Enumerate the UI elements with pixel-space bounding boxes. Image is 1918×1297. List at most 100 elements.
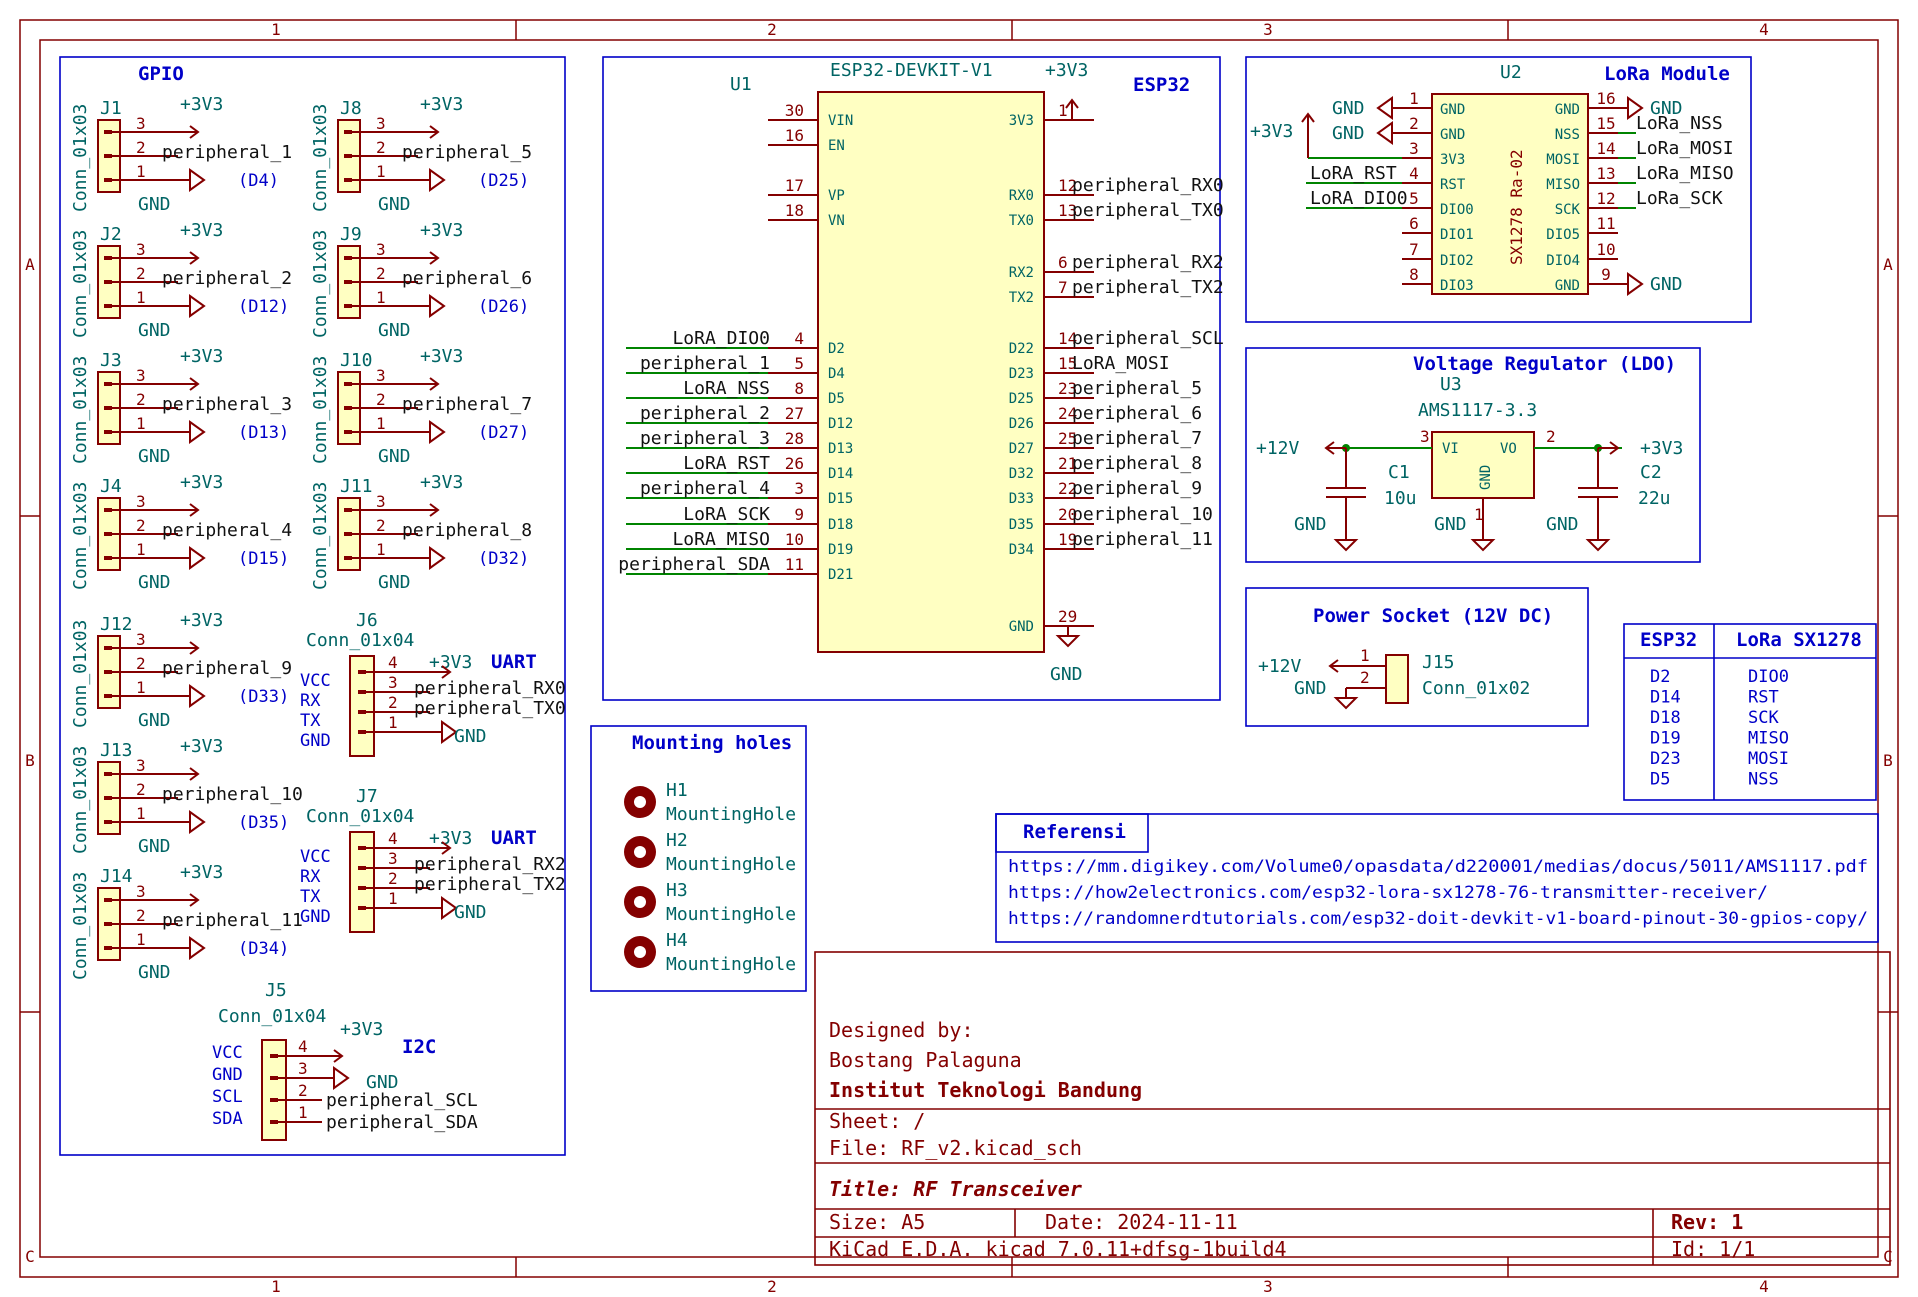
pin-number: 1	[136, 930, 146, 949]
pin-mark	[270, 1054, 278, 1058]
socket-body	[1385, 654, 1409, 704]
ground-symbol-shape	[1627, 96, 1644, 120]
pin-number: 1	[376, 414, 386, 433]
c2-ref: C2	[1640, 462, 1662, 483]
regulator-box	[1245, 347, 1701, 563]
connector-ref: J14	[100, 866, 133, 887]
pin-number: 2	[388, 693, 398, 712]
table-cell-esp32: D14	[1650, 688, 1681, 708]
connector-ref: J4	[100, 476, 122, 497]
pin-mark	[358, 730, 366, 734]
mounting-hole-inner	[634, 846, 646, 858]
pin-number: 15	[1596, 114, 1615, 133]
ground-symbol	[1470, 530, 1496, 552]
gnd-label: GND	[138, 194, 171, 215]
pin-number: 2	[136, 264, 146, 283]
pin-number: 1	[136, 678, 146, 697]
power-socket-box	[1245, 587, 1589, 727]
hole-value: MountingHole	[666, 904, 796, 925]
pin-number: 2	[298, 1081, 308, 1100]
regulator-body	[1431, 431, 1535, 499]
pin-number: 2	[1546, 427, 1556, 446]
net-label: LoRA_MISO	[672, 529, 770, 550]
power-label: +3V3	[180, 220, 223, 241]
net-label: peripheral_7	[402, 394, 532, 415]
pin-number: 7	[1058, 278, 1068, 297]
power-arrow	[1598, 441, 1620, 455]
pin-mark	[104, 382, 112, 386]
pin-name: D23	[1009, 366, 1034, 382]
net-label: peripheral_7	[1072, 428, 1202, 449]
pin-name: VP	[828, 188, 845, 204]
gnd-label: GND	[454, 726, 487, 747]
pin-mark	[104, 820, 112, 824]
connector-ref: J6	[356, 610, 378, 631]
reference-url: https://mm.digikey.com/Volume0/opasdata/…	[1008, 857, 1868, 877]
pin-number: 13	[1596, 164, 1615, 183]
ground-symbol-shape	[1055, 626, 1081, 648]
power-arrow	[178, 125, 200, 139]
gnd-label: GND	[378, 446, 411, 467]
uart-pin-label: RX	[300, 691, 321, 711]
pin-name: D13	[828, 441, 853, 457]
pin-mark	[344, 382, 352, 386]
pin-number: 5	[1409, 189, 1419, 208]
pin-name: D21	[828, 567, 853, 583]
pin-number: 2	[388, 869, 398, 888]
pin-name: D12	[828, 416, 853, 432]
gnd-label: GND	[138, 836, 171, 857]
power-arrow	[178, 641, 200, 655]
pin-name: GND	[1440, 102, 1465, 118]
pin-number: 3	[376, 366, 386, 385]
pin-number: 10	[785, 530, 804, 549]
table-cell-lora: DIO0	[1748, 667, 1789, 687]
table-cell-esp32: D23	[1650, 749, 1681, 769]
pin-number: 3	[136, 366, 146, 385]
pin-mark	[104, 556, 112, 560]
designed-by-label: Designed by:	[829, 1018, 974, 1042]
pin-name: TX2	[1009, 290, 1034, 306]
connector-value: Conn_01x03	[310, 482, 331, 590]
zone-col-top: 4	[1759, 20, 1769, 39]
connector-ref: J12	[100, 614, 133, 635]
pin-mark	[358, 866, 366, 870]
pin-name: SCK	[1555, 202, 1581, 218]
rx-net-label: peripheral_RX0	[414, 678, 566, 699]
power-label: +3V3	[420, 472, 463, 493]
pin-number: 5	[794, 354, 804, 373]
pin-name: VIN	[828, 113, 853, 129]
gnd-label: GND	[378, 320, 411, 341]
connector-value: Conn_01x03	[310, 104, 331, 212]
gnd-label: GND	[1294, 678, 1327, 699]
pin-number: 3	[376, 114, 386, 133]
gnd-label: GND	[138, 710, 171, 731]
net-label: LoRA_RST	[1310, 163, 1397, 184]
pin-name: DIO0	[1440, 202, 1474, 218]
power-arrow	[418, 503, 440, 517]
net-label: LoRA_NSS	[683, 378, 770, 399]
net-label: peripheral_SDA	[618, 554, 770, 575]
ground-symbol	[1333, 530, 1359, 552]
sheet-name: Sheet: /	[829, 1109, 925, 1133]
esp32-pin-hint: (D25)	[478, 171, 529, 191]
pin-number: 21	[1058, 454, 1077, 473]
ground-symbol-shape	[429, 168, 446, 192]
hole-ref: H4	[666, 930, 688, 951]
pin-number: 3	[136, 114, 146, 133]
pin-number: 28	[785, 429, 804, 448]
rx-net-label: peripheral_RX2	[414, 854, 566, 875]
connector-value: Conn_01x04	[218, 1006, 326, 1027]
